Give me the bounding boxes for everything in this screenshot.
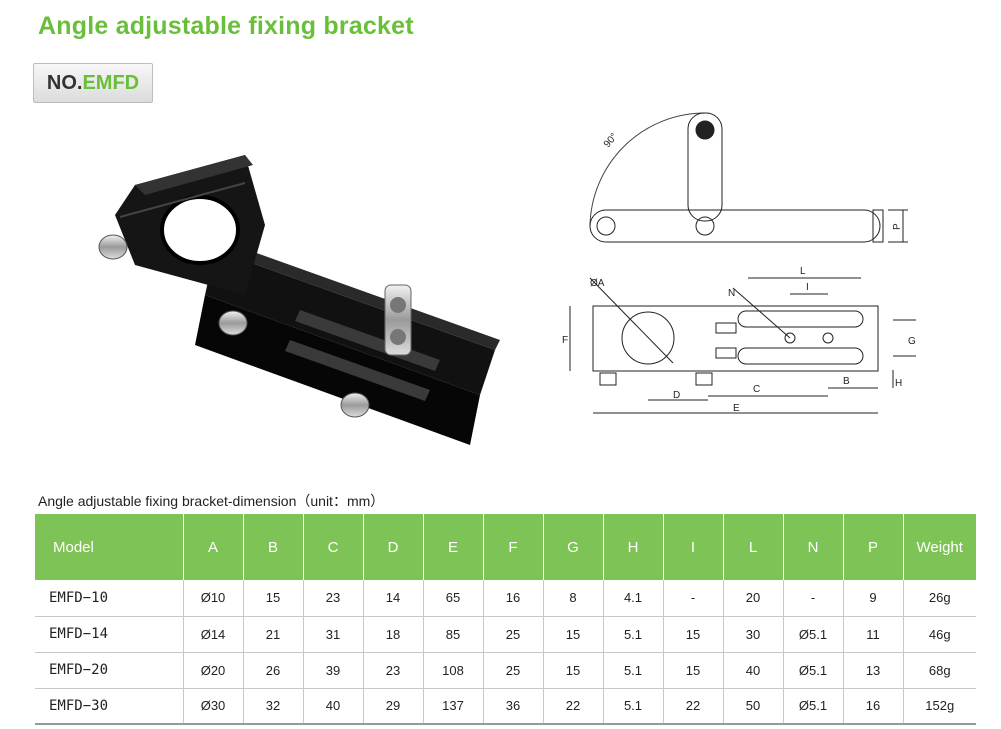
label-P: P	[892, 223, 903, 230]
table-cell: 85	[422, 616, 483, 653]
header-D: D	[362, 514, 423, 580]
table-cell: 21	[242, 616, 303, 653]
table-cell: 9	[842, 580, 903, 617]
table-cell: 39	[302, 652, 363, 689]
header-I: I	[662, 514, 723, 580]
badge-prefix: NO.	[46, 71, 83, 94]
table-cell: Ø5.1	[782, 688, 843, 725]
table-cell: 40	[722, 652, 783, 689]
model-number-badge: NO.EMFD	[33, 63, 153, 103]
table-cell: 8	[542, 580, 603, 617]
table-cell: -	[662, 580, 723, 617]
badge-code: EMFD	[82, 71, 140, 94]
table-caption: Angle adjustable fixing bracket-dimensio…	[38, 493, 385, 509]
cell-model: EMFD−10	[35, 580, 183, 617]
table-cell: Ø30	[182, 688, 243, 725]
product-photo	[98, 155, 500, 445]
table-cell: Ø10	[182, 580, 243, 617]
cell-model: EMFD−14	[35, 616, 183, 653]
table-cell: 11	[842, 616, 903, 653]
table-cell: 13	[842, 652, 903, 689]
table-cell: 32	[242, 688, 303, 725]
table-cell: 65	[422, 580, 483, 617]
table-cell: 46g	[902, 616, 976, 653]
table-cell: 36	[482, 688, 543, 725]
header-weight: Weight	[902, 514, 976, 580]
table-cell: 4.1	[602, 580, 663, 617]
page-title: Angle adjustable fixing bracket	[38, 12, 414, 40]
table-cell: 152g	[902, 688, 976, 725]
table-cell: 15	[662, 652, 723, 689]
table-cell: 15	[542, 616, 603, 653]
label-C: C	[753, 384, 760, 395]
cell-model: EMFD−20	[35, 652, 183, 689]
table-row: EMFD−14 Ø14 21 31 18 85 25 15 5.1 15 30 …	[35, 616, 976, 653]
header-E: E	[422, 514, 483, 580]
header-N: N	[782, 514, 843, 580]
technical-drawing: 90° P ØA N L I F G H D C B E	[562, 112, 916, 414]
table-cell: 5.1	[602, 652, 663, 689]
table-cell: 15	[242, 580, 303, 617]
table-cell: 137	[422, 688, 483, 725]
table-cell: 23	[302, 580, 363, 617]
header-G: G	[542, 514, 603, 580]
table-header-row: Model A B C D E F G H I L N P Weight	[35, 514, 976, 580]
table-cell: 25	[482, 652, 543, 689]
table-cell: 16	[842, 688, 903, 725]
dimension-table: Model A B C D E F G H I L N P Weight EMF…	[35, 514, 976, 725]
table-cell: 25	[482, 616, 543, 653]
table-cell: 18	[362, 616, 423, 653]
label-F: F	[562, 335, 568, 346]
table-row: EMFD−30 Ø30 32 40 29 137 36 22 5.1 22 50…	[35, 688, 976, 725]
table-cell: 26	[242, 652, 303, 689]
table-cell: 14	[362, 580, 423, 617]
table-cell: Ø14	[182, 616, 243, 653]
header-A: A	[182, 514, 243, 580]
table-row: EMFD−10 Ø10 15 23 14 65 16 8 4.1 - 20 - …	[35, 580, 976, 617]
angle-label: 90°	[602, 131, 620, 150]
header-F: F	[482, 514, 543, 580]
table-cell: 29	[362, 688, 423, 725]
label-H: H	[895, 378, 902, 389]
table-cell: 108	[422, 652, 483, 689]
header-H: H	[602, 514, 663, 580]
table-cell: 40	[302, 688, 363, 725]
label-A: ØA	[590, 278, 605, 289]
table-cell: 31	[302, 616, 363, 653]
table-cell: 22	[542, 688, 603, 725]
table-cell: 23	[362, 652, 423, 689]
header-L: L	[722, 514, 783, 580]
header-B: B	[242, 514, 303, 580]
table-cell: 68g	[902, 652, 976, 689]
table-cell: 20	[722, 580, 783, 617]
table-cell: Ø5.1	[782, 616, 843, 653]
table-cell: 26g	[902, 580, 976, 617]
table-cell: 22	[662, 688, 723, 725]
table-cell: 5.1	[602, 616, 663, 653]
table-cell: -	[782, 580, 843, 617]
label-L: L	[800, 266, 806, 277]
header-model: Model	[53, 538, 94, 556]
table-cell: 16	[482, 580, 543, 617]
table-cell: 50	[722, 688, 783, 725]
label-G: G	[908, 336, 916, 347]
table-cell: Ø5.1	[782, 652, 843, 689]
cell-model: EMFD−30	[35, 688, 183, 725]
label-E: E	[733, 403, 740, 414]
header-P: P	[842, 514, 903, 580]
table-cell: 30	[722, 616, 783, 653]
header-C: C	[302, 514, 363, 580]
label-B: B	[843, 376, 850, 387]
label-D: D	[673, 390, 680, 401]
table-cell: 5.1	[602, 688, 663, 725]
label-I: I	[806, 282, 809, 293]
table-cell: 15	[662, 616, 723, 653]
table-cell: 15	[542, 652, 603, 689]
table-row: EMFD−20 Ø20 26 39 23 108 25 15 5.1 15 40…	[35, 652, 976, 689]
label-N: N	[728, 288, 735, 299]
table-cell: Ø20	[182, 652, 243, 689]
